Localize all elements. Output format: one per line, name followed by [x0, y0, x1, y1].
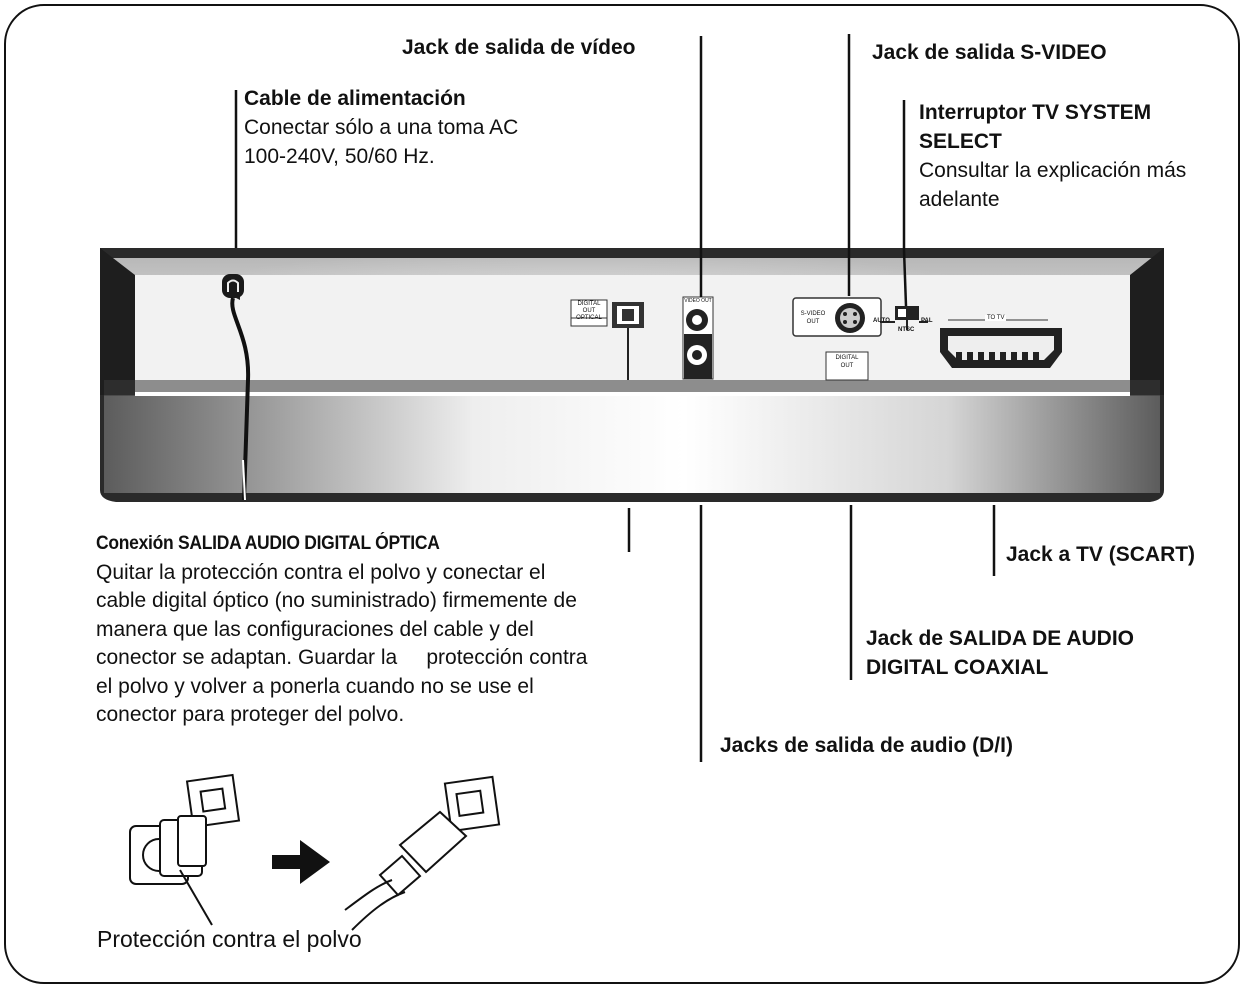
tv-system-desc-line2: adelante: [919, 188, 1000, 211]
coax-title-line2: DIGITAL COAXIAL: [866, 656, 1049, 679]
coax-callout: Jack de SALIDA DE AUDIO DIGITAL COAXIAL: [866, 624, 1134, 682]
coax-title-line1: Jack de SALIDA DE AUDIO: [866, 627, 1135, 650]
optical-plug-illustration: [344, 775, 501, 931]
optical-desc-line6: conector para proteger del polvo.: [96, 703, 405, 726]
switch-pal-label: PAL: [921, 318, 933, 324]
optical-out-connector: [570, 299, 644, 380]
video-out-label: Jack de salida de vídeo: [402, 36, 636, 59]
scart-label: Jack a TV (SCART): [1006, 543, 1196, 566]
device-body: [100, 248, 1164, 502]
optical-desc-line5: el polvo y volver a ponerla cuando no se…: [96, 674, 534, 698]
power-cable-callout: Cable de alimentación Conectar sólo a un…: [244, 84, 518, 171]
switch-ntsc-label: NTSC: [898, 327, 915, 333]
switch-auto-label: AUTO: [873, 318, 890, 324]
arrow-right-icon: [272, 840, 330, 884]
digital-out-coax-label: DIGITAL OUT: [835, 355, 859, 369]
dust-cap-illustration: [129, 773, 241, 926]
audio-out-label: Jacks de salida de audio (D/I): [720, 734, 1013, 757]
coax-out-connector: [825, 351, 869, 381]
power-cable-desc-line1: Conectar sólo a una toma AC: [244, 116, 519, 139]
digital-out-optical-label: DIGITAL OUT OPTICAL: [576, 301, 602, 321]
dust-cap-label: Protección contra el polvo: [97, 926, 362, 952]
diagram-frame: [4, 4, 1240, 984]
svideo-connector: [792, 297, 882, 337]
tv-system-desc-line1: Consultar la explicación más: [919, 159, 1187, 182]
power-cord: [222, 274, 251, 501]
optical-desc-line1: Quitar la protección contra el polvo y c…: [96, 560, 546, 584]
svideo-panel-label: S-VIDEO OUT: [800, 311, 826, 325]
scart-connector: [940, 319, 1062, 368]
power-cable-desc-line2: 100-240V, 50/60 Hz.: [244, 145, 435, 168]
video-out-connector: [682, 296, 714, 380]
video-out-panel-label: VIDEO OUT: [684, 298, 712, 304]
tv-system-callout: Interruptor TV SYSTEM SELECT Consultar l…: [919, 98, 1186, 214]
optical-title: Conexión SALIDA AUDIO DIGITAL ÓPTICA: [96, 533, 440, 554]
tv-system-switch: [880, 306, 928, 330]
optical-callout: Conexión SALIDA AUDIO DIGITAL ÓPTICA Qui…: [96, 530, 587, 730]
svideo-out-label: Jack de salida S-VIDEO: [872, 41, 1107, 64]
tv-system-title-line1: Interruptor TV SYSTEM: [919, 101, 1152, 124]
to-tv-label: TO TV: [985, 315, 1007, 321]
optical-desc-line2: cable digital óptico (no suministrado) f…: [96, 589, 577, 612]
tv-system-title-line2: SELECT: [919, 130, 1002, 153]
optical-desc-line3: manera que las configuraciones del cable…: [96, 617, 534, 641]
optical-desc-line4: conector se adaptan. Guardar la protecci…: [96, 646, 588, 669]
power-cable-title: Cable de alimentación: [244, 87, 466, 110]
leader-lines: [234, 34, 996, 762]
